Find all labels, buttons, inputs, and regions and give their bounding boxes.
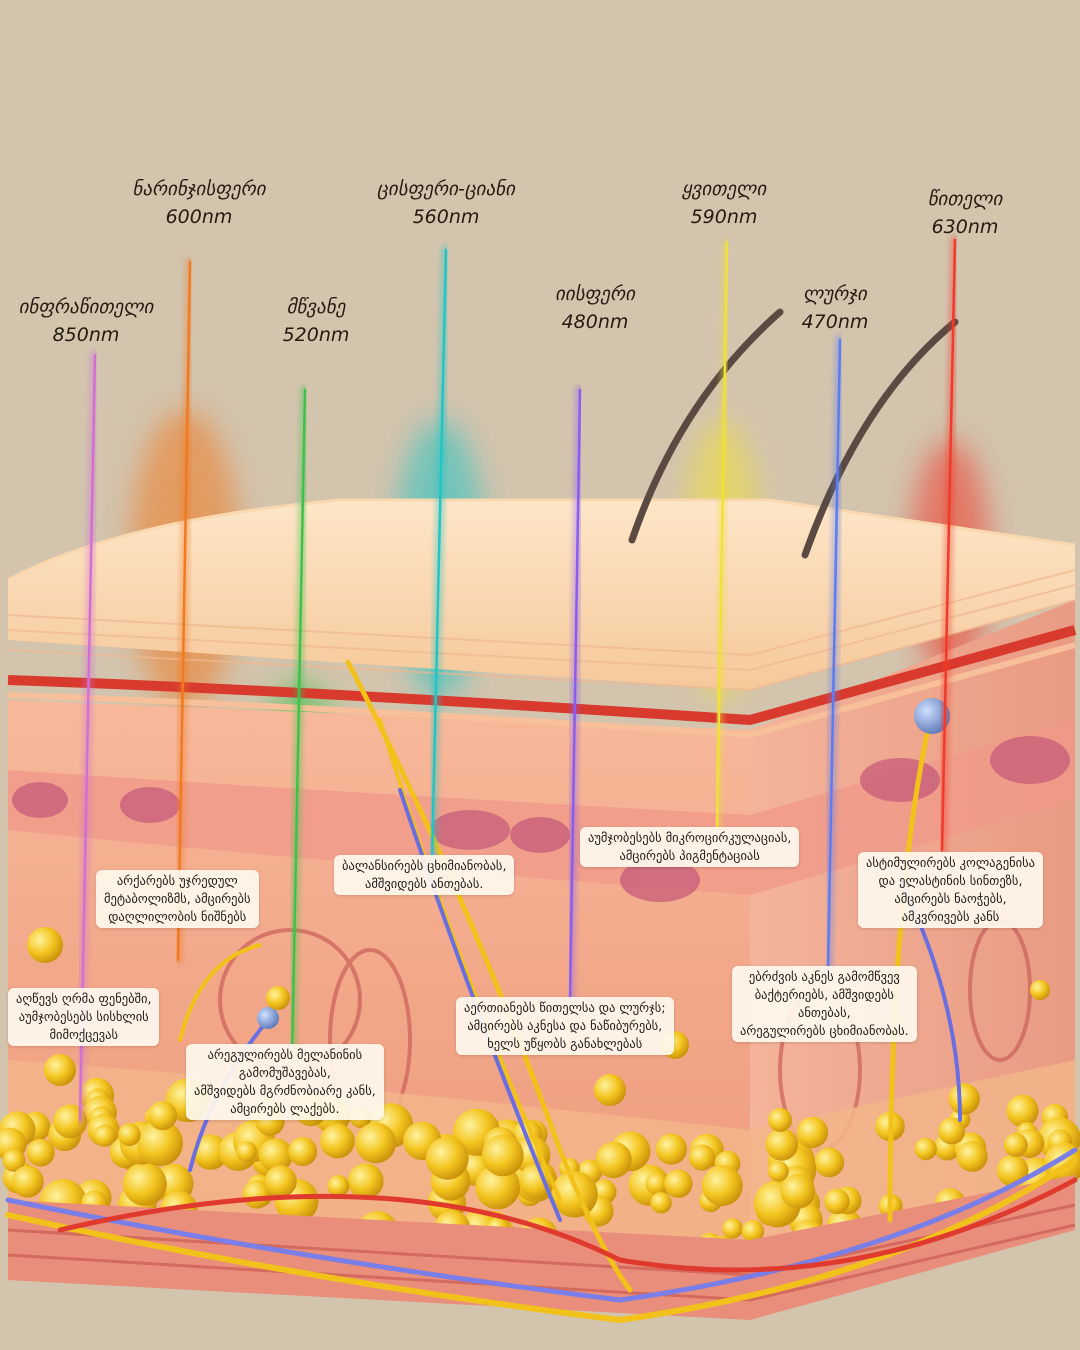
fat-cell	[117, 1123, 141, 1147]
label-red: წითელი 630nm	[915, 185, 1015, 241]
fat-cell	[355, 1122, 397, 1164]
label-green-nm: 520nm	[282, 324, 350, 346]
fat-cell	[192, 1134, 229, 1170]
label-green: მწვანე 520nm	[266, 293, 366, 349]
note-red: ასტიმულირებს კოლაგენისა და ელასტინის სინ…	[858, 852, 1043, 928]
label-cyan-name: ცისფერი-ციანი	[377, 178, 515, 200]
fat-cell	[780, 1173, 816, 1209]
label-red-name: წითელი	[927, 188, 1003, 210]
label-orange-nm: 600nm	[165, 206, 233, 228]
fat-cell	[701, 1165, 743, 1207]
beam-violet	[568, 388, 582, 1002]
fat-cell	[722, 1218, 743, 1239]
label-blue-name: ლურჯი	[803, 283, 867, 305]
fat-cell	[938, 1117, 966, 1145]
fat-cell	[1030, 980, 1050, 1000]
fat-cell	[664, 1169, 693, 1198]
label-infrared-nm: 850nm	[52, 324, 120, 346]
fat-cell	[147, 1101, 178, 1131]
fat-cell	[645, 1172, 668, 1195]
note-blue: ებრძვის აკნეს გამომწვევ ბაქტერიებს, ამშვ…	[732, 966, 917, 1042]
fat-cell	[741, 1220, 765, 1243]
label-violet-nm: 480nm	[561, 311, 629, 333]
label-blue-nm: 470nm	[801, 311, 869, 333]
note-infrared: აღწევს ღრმა ფენებში, აუმჯობესებს სისხლის…	[8, 988, 160, 1046]
fat-cell	[688, 1144, 716, 1171]
fat-cell	[122, 1162, 167, 1206]
fat-cell	[481, 1134, 524, 1177]
fat-cell	[765, 1128, 799, 1161]
fat-cell	[2, 1149, 26, 1172]
label-green-name: მწვანე	[286, 296, 346, 318]
beam-blue	[826, 338, 842, 972]
note-yellow: აუმჯობესებს მიკროცირკულაციას, ამცირებს პ…	[580, 827, 800, 867]
fat-cell	[137, 1120, 183, 1166]
label-violet: იისფერი 480nm	[540, 280, 650, 336]
fat-cell	[93, 1124, 116, 1147]
label-yellow-nm: 590nm	[690, 206, 758, 228]
label-yellow-name: ყვითელი	[681, 178, 767, 200]
fat-cell	[11, 1165, 44, 1198]
fat-cell	[327, 1175, 350, 1197]
fat-cell	[288, 1137, 318, 1166]
fat-cell	[26, 1138, 55, 1167]
label-violet-name: იისფერი	[555, 283, 635, 305]
fat-cell	[655, 1133, 688, 1165]
note-cyan: ბალანსირებს ცხიმიანობას, ამშვიდებს ანთებ…	[334, 855, 515, 895]
label-blue: ლურჯი 470nm	[790, 280, 880, 336]
label-cyan-nm: 560nm	[412, 206, 480, 228]
note-orange: არქარებს უჯრედულ მეტაბოლიზმს, ამცირებს დ…	[96, 870, 259, 928]
fat-cell	[1003, 1133, 1028, 1157]
fat-cell	[650, 1192, 672, 1214]
label-orange: ნარინჯისფერი 600nm	[124, 175, 274, 231]
note-green: არეგულირებს მელანინის გამომუშავებას, ამშ…	[186, 1044, 384, 1120]
beam-yellow	[715, 241, 729, 832]
fat-cell	[1006, 1094, 1039, 1127]
note-violet: აერთიანებს წითელსა და ლურჯს; ამცირებს აკ…	[456, 997, 674, 1055]
label-infrared: ინფრაწითელი 850nm	[16, 293, 156, 349]
fat-cell	[768, 1160, 789, 1182]
fat-cell	[948, 1083, 980, 1115]
beam-green	[290, 388, 307, 1062]
fat-cell	[347, 1163, 384, 1199]
fat-cell	[768, 1108, 792, 1132]
fat-cell	[236, 1141, 257, 1162]
label-red-nm: 630nm	[931, 216, 999, 238]
beam-red	[940, 238, 957, 852]
fat-cell	[956, 1140, 988, 1172]
fat-cell	[320, 1123, 355, 1159]
fat-cell	[27, 927, 63, 963]
fat-cell	[44, 1054, 76, 1086]
fat-cell	[475, 1164, 521, 1210]
label-infrared-name: ინფრაწითელი	[18, 296, 154, 318]
fat-cell	[264, 1165, 297, 1198]
fat-cell	[814, 1147, 845, 1178]
fat-cell	[258, 1138, 293, 1173]
fat-cell	[425, 1136, 469, 1180]
fat-cell	[914, 1137, 937, 1161]
fat-cell	[595, 1141, 632, 1179]
fat-cell	[796, 1116, 829, 1148]
beam-orange	[176, 260, 192, 962]
label-yellow: ყვითელი 590nm	[669, 175, 779, 231]
label-orange-name: ნარინჯისფერი	[132, 178, 266, 200]
label-cyan: ცისფერი-ციანი 560nm	[366, 175, 526, 231]
beam-cyan	[430, 248, 448, 862]
fat-cell	[594, 1074, 626, 1106]
fat-cell	[824, 1188, 850, 1215]
